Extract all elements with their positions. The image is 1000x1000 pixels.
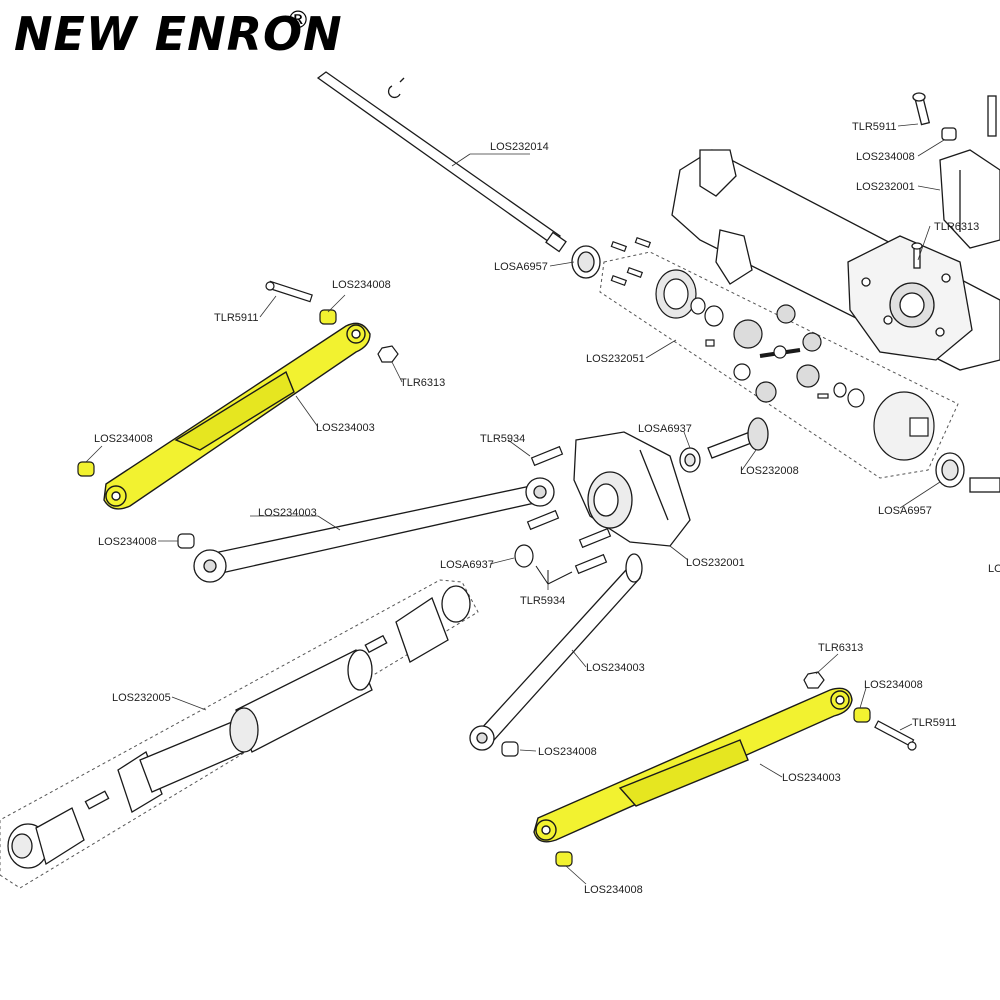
label-edge: LO <box>988 563 1000 575</box>
label-tlr5911-right: TLR5911 <box>912 717 956 729</box>
label-los234008-link-end: LOS234008 <box>538 746 597 758</box>
label-los232008: LOS232008 <box>740 465 799 477</box>
label-tlr6313-left: TLR6313 <box>400 377 445 389</box>
center-diff-case <box>573 431 691 547</box>
label-los234003-right-arm: LOS234003 <box>782 772 841 784</box>
dashed-group-outlines <box>0 251 959 889</box>
part-labels: LOS232014 LOSA6957 LOS232051 TLR5911 LOS… <box>94 121 1000 896</box>
label-los234003-upper-link: LOS234003 <box>258 507 317 519</box>
label-los234008-right-top: LOS234008 <box>864 679 923 691</box>
right-trailing-arm <box>533 687 853 843</box>
lower-link <box>469 553 643 751</box>
bearing-top <box>571 245 601 279</box>
top-right-hardware <box>911 92 997 269</box>
label-los234003-lower-link: LOS234003 <box>586 662 645 674</box>
label-los234008-left-low: LOS234008 <box>98 536 157 548</box>
driveshaft <box>7 585 471 869</box>
pinion-assembly <box>679 417 769 473</box>
differential-parts <box>610 236 935 461</box>
bolts-tlr5934 <box>514 445 612 585</box>
registered-mark: ® <box>286 6 310 34</box>
upper-link <box>193 477 555 583</box>
label-los234003-left-arm: LOS234003 <box>316 422 375 434</box>
bushings-plain <box>177 533 519 757</box>
bearing-right <box>935 452 1000 493</box>
axle-shaft <box>316 71 567 253</box>
label-los234008-top-right: LOS234008 <box>856 151 915 163</box>
label-tlr6313-top-right: TLR6313 <box>934 221 979 233</box>
bushings-highlighted <box>77 309 871 867</box>
left-trailing-arm <box>103 322 371 510</box>
leader-lines <box>85 123 945 885</box>
label-los232014: LOS232014 <box>490 141 549 153</box>
label-los234008-left-top: LOS234008 <box>332 279 391 291</box>
label-los232051: LOS232051 <box>586 353 645 365</box>
label-tlr5934-bottom: TLR5934 <box>520 595 565 607</box>
label-los232001-top-right: LOS232001 <box>856 181 915 193</box>
label-los232001-center: LOS232001 <box>686 557 745 569</box>
label-los234008-right-bottom: LOS234008 <box>584 884 643 896</box>
label-tlr5934-top: TLR5934 <box>480 433 525 445</box>
label-tlr5911-top-right: TLR5911 <box>852 121 896 133</box>
label-los234008-left-mid: LOS234008 <box>94 433 153 445</box>
label-losa6957-right: LOSA6957 <box>878 505 932 517</box>
label-losa6957-top: LOSA6957 <box>494 261 548 273</box>
label-tlr6313-right: TLR6313 <box>818 642 863 654</box>
label-tlr5911-left: TLR5911 <box>214 312 258 324</box>
arm-hardware <box>265 280 917 751</box>
label-losa6937-top: LOSA6937 <box>638 423 692 435</box>
label-losa6937-left: LOSA6937 <box>440 559 494 571</box>
brand-logo: NEW ENRON <box>14 7 343 61</box>
axle-housing <box>671 149 1000 371</box>
label-los232005: LOS232005 <box>112 692 171 704</box>
